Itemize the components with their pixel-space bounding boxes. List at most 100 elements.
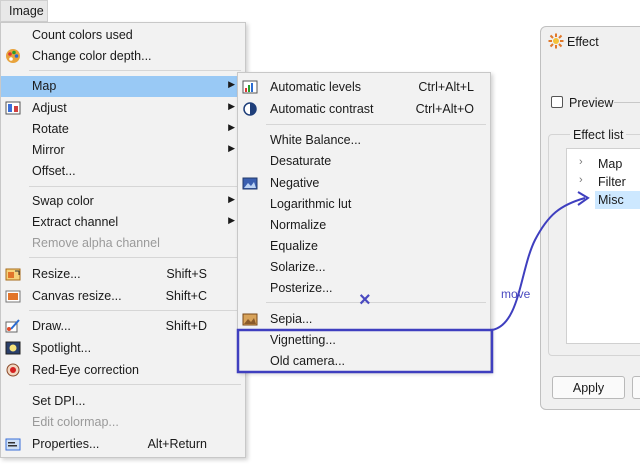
menu-item-adjust[interactable]: Adjust ▶: [1, 98, 245, 119]
draw-icon: [5, 319, 20, 333]
menu-item-label: Desaturate: [270, 154, 332, 168]
tree-item-map[interactable]: › Map: [567, 155, 640, 173]
spotlight-icon: [5, 341, 21, 355]
menu-item-label: Posterize...: [270, 281, 333, 295]
menu-item-label: Old camera...: [270, 354, 346, 368]
menu-item-label: Properties...: [32, 437, 100, 451]
menu-item-shortcut: Ctrl+Alt+L: [418, 80, 474, 94]
menu-item-normalize[interactable]: Normalize: [238, 215, 490, 236]
menu-separator: [29, 257, 241, 258]
tree-item-misc[interactable]: Misc: [595, 191, 640, 209]
submenu-arrow-icon: ▶: [228, 122, 235, 132]
menu-item-mirror[interactable]: Mirror ▶: [1, 140, 245, 161]
menu-item-vignetting[interactable]: Vignetting...: [238, 330, 490, 351]
chevron-right-icon: ›: [579, 156, 583, 168]
tree-item-label: Map: [598, 157, 623, 171]
menu-item-negative[interactable]: Negative: [238, 173, 490, 194]
menu-item-shortcut: Shift+C: [165, 289, 207, 303]
menu-item-label: Mirror: [32, 143, 65, 157]
apply-button[interactable]: Apply: [552, 376, 625, 399]
menu-item-logarithmic-lut[interactable]: Logarithmic lut: [238, 194, 490, 215]
resize-icon: [5, 268, 21, 281]
menu-separator: [266, 302, 486, 303]
menu-item-solarize[interactable]: Solarize...: [238, 257, 490, 278]
move-annotation-label: move: [501, 287, 531, 301]
red-eye-icon: [6, 363, 20, 377]
menu-item-label: Rotate: [32, 122, 69, 136]
menu-item-map[interactable]: Map▶: [1, 76, 245, 97]
menu-item-label: Normalize: [270, 218, 327, 232]
menu-item-label: Draw...: [32, 319, 71, 333]
tree-item-filter[interactable]: › Filter: [567, 173, 640, 191]
menu-separator: [29, 186, 241, 187]
menu-item-label: Remove alpha channel: [32, 236, 160, 250]
effect-tree[interactable]: › Map › Filter Misc: [566, 148, 640, 344]
menu-item-label: Count colors used: [32, 28, 133, 42]
menu-item-label: Logarithmic lut: [270, 197, 352, 211]
menu-item-shortcut: Shift+S: [166, 267, 207, 281]
menu-item-shortcut: Alt+Return: [147, 437, 207, 451]
menu-item-label: Red-Eye correction: [32, 363, 139, 377]
menubar-image[interactable]: Image: [0, 0, 48, 22]
menu-item-posterize[interactable]: Posterize...: [238, 278, 490, 299]
menu-item-remove-alpha: Remove alpha channel: [1, 233, 245, 254]
properties-icon: [5, 438, 21, 451]
negative-icon: [242, 177, 258, 190]
menu-item-label: Spotlight...: [32, 341, 92, 355]
apply-button-label: Apply: [572, 381, 605, 395]
menu-item-shortcut: Ctrl+Alt+O: [415, 102, 474, 116]
menu-item-spotlight[interactable]: Spotlight...: [1, 338, 245, 359]
menu-item-equalize[interactable]: Equalize: [238, 236, 490, 257]
dialog-title: Effect: [567, 35, 599, 49]
menu-item-canvas-resize[interactable]: Canvas resize... Shift+C: [1, 286, 245, 307]
effect-list-label: Effect list: [570, 128, 627, 142]
menu-item-sepia[interactable]: Sepia...: [238, 309, 490, 330]
menu-item-label: Negative: [270, 176, 320, 190]
menu-item-count-colors[interactable]: Count colors used: [1, 25, 245, 46]
menu-item-label: Adjust: [32, 101, 67, 115]
menu-separator: [266, 124, 486, 125]
menu-item-set-dpi[interactable]: Set DPI...: [1, 391, 245, 412]
menu-item-properties[interactable]: Properties... Alt+Return: [1, 434, 245, 455]
menu-item-rotate[interactable]: Rotate ▶: [1, 119, 245, 140]
submenu-arrow-icon: ▶: [228, 143, 235, 153]
contrast-icon: [243, 102, 257, 116]
chevron-right-icon: ›: [579, 174, 583, 186]
menu-item-old-camera[interactable]: Old camera...: [238, 351, 490, 372]
dialog-button[interactable]: [632, 376, 640, 399]
menu-item-label: Swap color: [32, 194, 94, 208]
tree-item-label: Misc: [598, 193, 624, 207]
menu-item-shortcut: Shift+D: [165, 319, 207, 333]
menubar-image-label: Image: [9, 4, 44, 18]
menu-item-resize[interactable]: Resize... Shift+S: [1, 264, 245, 285]
menu-item-label: Canvas resize...: [32, 289, 122, 303]
remove-mark-icon: ×: [359, 289, 371, 311]
menu-item-red-eye[interactable]: Red-Eye correction: [1, 360, 245, 381]
sepia-icon: [242, 313, 258, 326]
submenu-arrow-icon: ▶: [228, 79, 235, 89]
menu-item-swap-color[interactable]: Swap color▶: [1, 191, 245, 212]
preview-checkbox[interactable]: [551, 96, 563, 108]
menu-item-label: Set DPI...: [32, 394, 86, 408]
menu-item-desaturate[interactable]: Desaturate: [238, 151, 490, 172]
menu-item-draw[interactable]: Draw... Shift+D: [1, 316, 245, 337]
palette-icon: [6, 49, 20, 63]
menu-item-offset[interactable]: Offset...: [1, 161, 245, 182]
menu-item-label: Extract channel: [32, 215, 119, 229]
tree-item-label: Filter: [598, 175, 626, 189]
menu-item-label: Resize...: [32, 267, 81, 281]
menu-item-white-balance[interactable]: White Balance...: [238, 130, 490, 151]
menu-item-label: Edit colormap...: [32, 415, 119, 429]
menu-item-change-color-depth[interactable]: Change color depth...: [1, 46, 245, 67]
menu-item-edit-colormap: Edit colormap...: [1, 412, 245, 433]
menu-item-label: Vignetting...: [270, 333, 336, 347]
menu-item-label: Solarize...: [270, 260, 326, 274]
menu-item-label: Offset...: [32, 164, 76, 178]
effect-icon: [548, 33, 564, 49]
menu-separator: [29, 384, 241, 385]
submenu-arrow-icon: ▶: [228, 101, 235, 111]
menu-separator: [29, 70, 241, 71]
menu-item-extract-channel[interactable]: Extract channel▶: [1, 212, 245, 233]
